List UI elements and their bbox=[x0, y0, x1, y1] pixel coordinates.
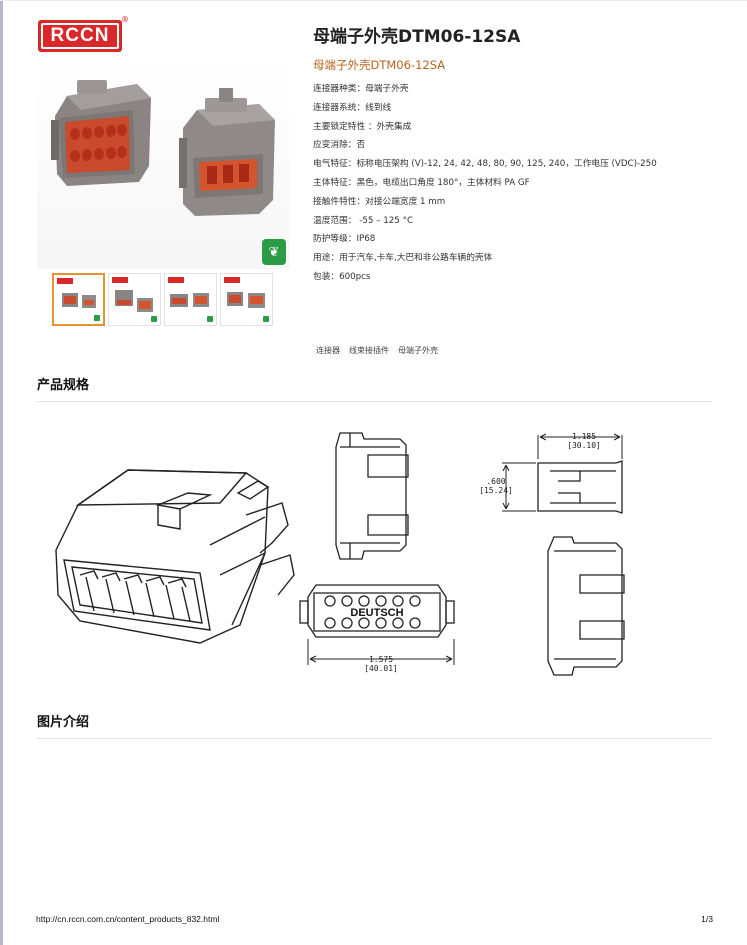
thumb-eco-icon bbox=[263, 316, 269, 322]
spec-item: 接触件特性：对接公端宽度 1 mm bbox=[313, 196, 446, 207]
section-divider bbox=[37, 738, 711, 739]
dimension-bottom bbox=[307, 639, 455, 665]
spec-item: 用途：用于汽车,卡车,大巴和非公路车辆的壳体 bbox=[313, 253, 493, 264]
thumb-image bbox=[62, 293, 96, 308]
tag-list: 连接器 线束接插件 母端子外壳 bbox=[316, 345, 438, 356]
thumbnail-1[interactable] bbox=[52, 273, 105, 326]
thumb-image bbox=[115, 290, 153, 312]
connector-right bbox=[179, 88, 275, 216]
thumbnail-3[interactable] bbox=[164, 273, 217, 326]
spec-list: 连接器种类：母端子外壳 连接器系统：线到线 主要锁定特性 ：外壳集成 应变消除：… bbox=[313, 83, 657, 290]
pin-holes bbox=[324, 595, 421, 629]
product-main-image[interactable] bbox=[37, 58, 289, 269]
thumbnail-2[interactable] bbox=[108, 273, 161, 326]
spec-item: 电气特征：标称电压架构 (V)-12, 24, 42, 48, 80, 90, … bbox=[313, 159, 657, 170]
rccn-logo[interactable]: RCCN bbox=[38, 20, 122, 52]
thumbnail-strip bbox=[52, 273, 273, 326]
thumb-logo bbox=[224, 277, 240, 283]
dimension-top bbox=[502, 433, 623, 512]
dim-top-mm: [30.10] bbox=[567, 441, 601, 450]
dim-side-mm: [15.24] bbox=[479, 486, 513, 495]
iso-view bbox=[55, 469, 295, 644]
registered-mark: ® bbox=[121, 15, 129, 24]
spec-item: 主体特征：黑色，电缆出口角度 180°，主体材料 PA GF bbox=[313, 177, 530, 188]
front-view bbox=[299, 584, 455, 638]
side-view bbox=[335, 432, 409, 560]
technical-drawing: DEUTSCH 1.575 [40.01] 1.185 [30.10] .600… bbox=[55, 432, 625, 676]
eco-leaf-icon: ❦ bbox=[262, 239, 286, 265]
spec-item: 包装：600pcs bbox=[313, 271, 371, 282]
section-divider bbox=[37, 401, 711, 402]
tag-link[interactable]: 连接器 bbox=[316, 346, 340, 355]
spec-item: 连接器系统：线到线 bbox=[313, 102, 392, 113]
thumb-logo bbox=[57, 278, 73, 284]
thumb-logo bbox=[168, 277, 184, 283]
tag-link[interactable]: 线束接插件 bbox=[349, 346, 389, 355]
thumb-eco-icon bbox=[94, 315, 100, 321]
top-view bbox=[537, 460, 623, 514]
thumb-eco-icon bbox=[207, 316, 213, 322]
dim-top-inch: 1.185 bbox=[572, 432, 596, 441]
section-title-images: 图片介绍 bbox=[37, 715, 90, 730]
spec-item: 温度范围： -55 – 125 °C bbox=[313, 215, 414, 226]
spec-item: 连接器种类：母端子外壳 bbox=[313, 84, 409, 94]
page-top-border bbox=[0, 0, 747, 1]
thumbnail-4[interactable] bbox=[220, 273, 273, 326]
logo-text: RCCN bbox=[41, 23, 119, 49]
dim-bottom-inch: 1.575 bbox=[369, 655, 393, 664]
tag-link[interactable]: 母端子外壳 bbox=[398, 346, 438, 355]
thumb-image bbox=[170, 293, 209, 307]
thumb-eco-icon bbox=[151, 316, 157, 322]
rear-view bbox=[547, 536, 625, 676]
spec-item: 防护等级：IP68 bbox=[313, 234, 376, 245]
connector-left bbox=[51, 80, 151, 186]
thumb-image bbox=[227, 292, 265, 308]
section-title-spec: 产品规格 bbox=[37, 378, 90, 393]
dim-bottom-mm: [40.01] bbox=[364, 664, 398, 673]
footer-url[interactable]: http://cn.rccn.com.cn/content_products_8… bbox=[36, 914, 220, 924]
product-title: 母端子外壳DTM06-12SA bbox=[313, 27, 521, 47]
deutsch-label: DEUTSCH bbox=[350, 607, 403, 619]
spec-item: 主要锁定特性 ：外壳集成 bbox=[313, 121, 412, 132]
connector-photo bbox=[51, 80, 275, 216]
product-subtitle: 母端子外壳DTM06-12SA bbox=[313, 58, 446, 72]
dim-side-inch: .600 bbox=[486, 477, 505, 486]
page-left-border bbox=[0, 0, 3, 945]
spec-item: 应变消除：否 bbox=[313, 140, 366, 151]
page-number: 1/3 bbox=[701, 914, 713, 924]
thumb-logo bbox=[112, 277, 128, 283]
